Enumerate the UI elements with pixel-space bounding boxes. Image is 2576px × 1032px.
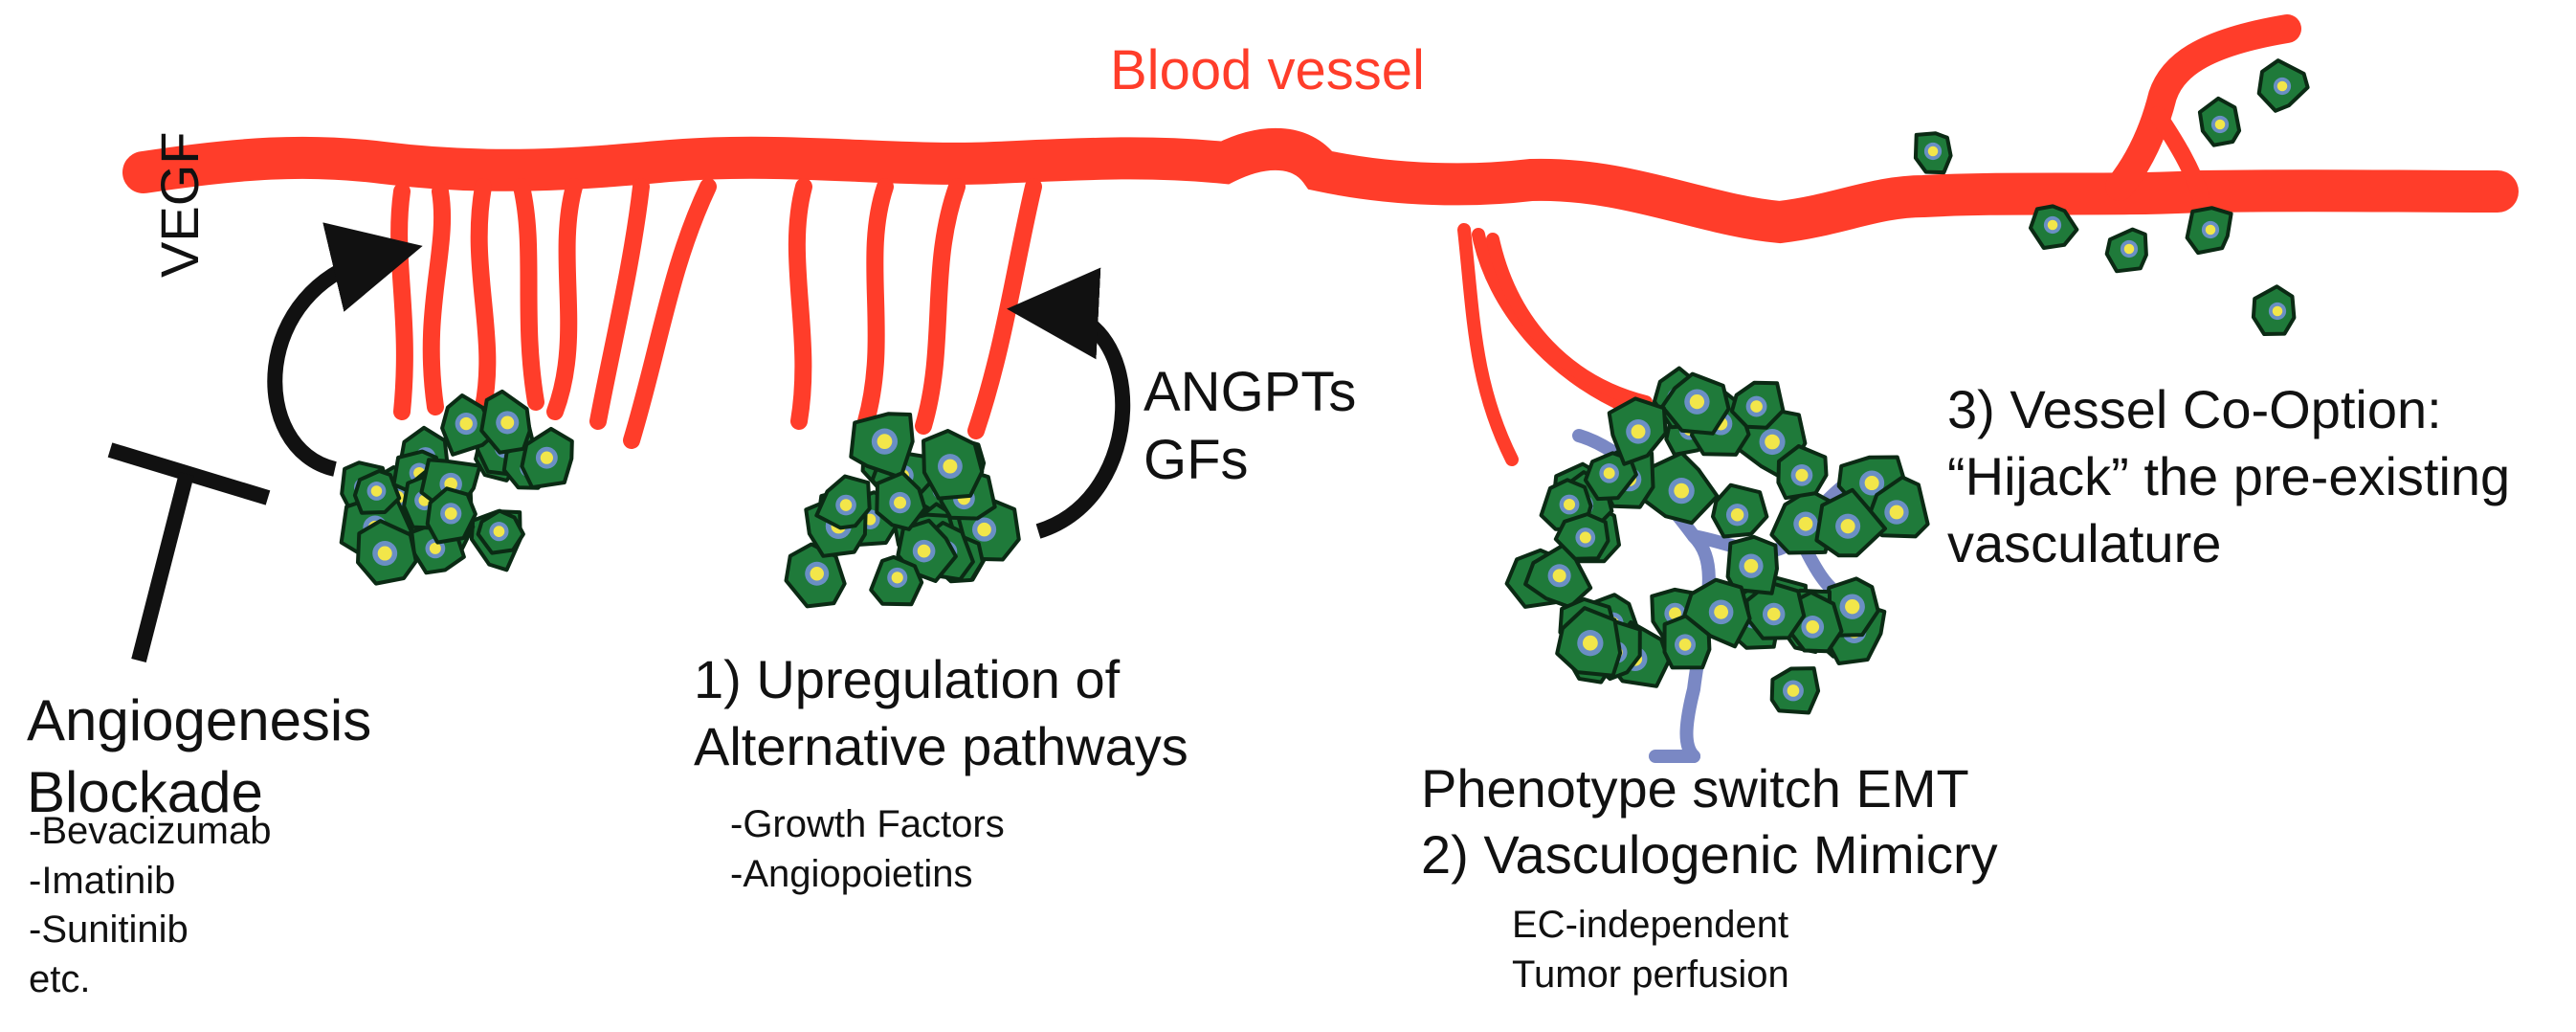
cell-nucleus (459, 416, 473, 431)
blood-vessel-branch (2105, 14, 2301, 201)
mechanism-2-title-line-1: Phenotype switch EMT (1421, 758, 1969, 819)
cell-nucleus (493, 526, 505, 537)
drug-item: -Imatinib (29, 859, 176, 902)
blockade-title-line-1: Angiogenesis (27, 688, 372, 752)
cell-nucleus (429, 542, 441, 554)
cell-nucleus (1714, 604, 1729, 619)
cell-nucleus (1798, 516, 1813, 531)
blood-vessel-branch-thin (2149, 106, 2210, 205)
cell-nucleus (1579, 531, 1591, 544)
cell-nucleus (2272, 305, 2283, 317)
cell-nucleus (1669, 607, 1681, 620)
drug-item: -Sunitinib (29, 909, 189, 952)
cell-nucleus (894, 496, 907, 509)
mechanism-1-title: 1) Upregulation of Alternative pathways (694, 646, 1188, 780)
drug-item: etc. (29, 957, 91, 1000)
mechanism-1-items: -Growth Factors -Angiopoietins (730, 799, 1005, 899)
tumor-cluster-1 (339, 389, 574, 586)
mechanism-2-item: EC-independent (1512, 904, 1789, 946)
cell-nucleus (2047, 219, 2058, 231)
cell-nucleus (1743, 558, 1759, 573)
cell-nucleus (2214, 119, 2226, 130)
cell-nucleus (1750, 400, 1763, 413)
cell-nucleus (1631, 424, 1646, 439)
sprout-vessels-cluster-3 (1457, 223, 1653, 466)
mechanism-1-title-line-1: 1) Upregulation of (694, 649, 1121, 709)
cell-nucleus (2205, 224, 2216, 236)
mechanism-3-title-line-3: vasculature (1947, 513, 2222, 573)
cell-nucleus (1582, 635, 1598, 651)
cell-nucleus (1552, 569, 1566, 583)
cell-nucleus (1563, 498, 1576, 511)
drug-item: -Bevacizumab (29, 810, 272, 852)
mechanism-3-title-line-2: “Hijack” the pre-existing (1947, 446, 2511, 506)
cell-nucleus (891, 572, 903, 584)
cell-nucleus (540, 451, 554, 464)
cell-nucleus (1795, 468, 1809, 482)
tumor-cells (339, 58, 2310, 715)
cell-nucleus (1806, 620, 1820, 634)
co-option-cells (1913, 58, 2310, 336)
cell-nucleus (943, 459, 958, 474)
cell-nucleus (917, 544, 931, 558)
cell-nucleus (1674, 482, 1690, 499)
mechanism-1-item: -Growth Factors (730, 803, 1005, 845)
angpts-label-line-1: ANGPTs (1144, 361, 1357, 423)
blockade-t-symbol (107, 442, 271, 662)
cell-nucleus (839, 499, 853, 511)
vegf-label: VEGF (149, 131, 210, 278)
blood-vessel-main (122, 127, 2519, 244)
mechanism-3-title: 3) Vessel Co-Option: “Hijack” the pre-ex… (1947, 376, 2510, 577)
vegf-arrow (267, 222, 423, 477)
cell-nucleus (500, 415, 515, 430)
mechanism-3-title-line-1: 3) Vessel Co-Option: (1947, 379, 2442, 439)
cell-nucleus (444, 506, 457, 520)
cell-nucleus (1730, 508, 1744, 522)
angpts-label-line-2: GFs (1144, 428, 1249, 491)
mechanism-2-item: Tumor perfusion (1512, 953, 1789, 996)
cell-nucleus (1927, 146, 1939, 157)
mechanism-2-title-line-2: 2) Vasculogenic Mimicry (1421, 823, 1998, 885)
mechanism-2-items: EC-independent Tumor perfusion (1512, 900, 1789, 999)
cell-nucleus (1689, 394, 1705, 410)
tumor-cluster-3 (1504, 366, 1930, 715)
blockade-drug-list: -Bevacizumab -Imatinib -Sunitinib etc. (29, 807, 271, 1004)
cell-nucleus (2276, 80, 2288, 92)
cell-nucleus (1787, 684, 1800, 697)
blood-vessel-label: Blood vessel (1110, 39, 1425, 101)
cell-nucleus (810, 567, 824, 581)
cell-nucleus (1766, 607, 1781, 621)
cell-nucleus (1678, 639, 1692, 651)
cell-nucleus (977, 522, 991, 537)
cell-nucleus (1845, 599, 1860, 615)
mechanism-2-title: Phenotype switch EMT 2) Vasculogenic Mim… (1421, 756, 1998, 888)
angpts-arrow (1007, 267, 1131, 539)
cell-nucleus (1889, 505, 1904, 520)
sprout-vessels-cluster-2 (788, 178, 1042, 439)
cell-nucleus (1864, 475, 1879, 491)
tumor-cluster-2 (784, 412, 1021, 609)
mechanism-1-title-line-2: Alternative pathways (694, 716, 1188, 776)
cell-nucleus (1765, 434, 1780, 450)
angpts-label: ANGPTs GFs (1144, 359, 1356, 495)
cell-nucleus (377, 546, 392, 561)
blockade-title: Angiogenesis Blockade (27, 684, 371, 828)
cell-nucleus (1840, 519, 1855, 534)
blockade-title-line-2: Blockade (27, 760, 263, 824)
cell-nucleus (1603, 467, 1615, 480)
cell-nucleus (370, 485, 383, 497)
sprout-vessels-cluster-1 (390, 178, 717, 449)
cell-nucleus (877, 434, 893, 450)
cell-nucleus (2123, 243, 2135, 255)
mechanism-1-item: -Angiopoietins (730, 853, 973, 895)
